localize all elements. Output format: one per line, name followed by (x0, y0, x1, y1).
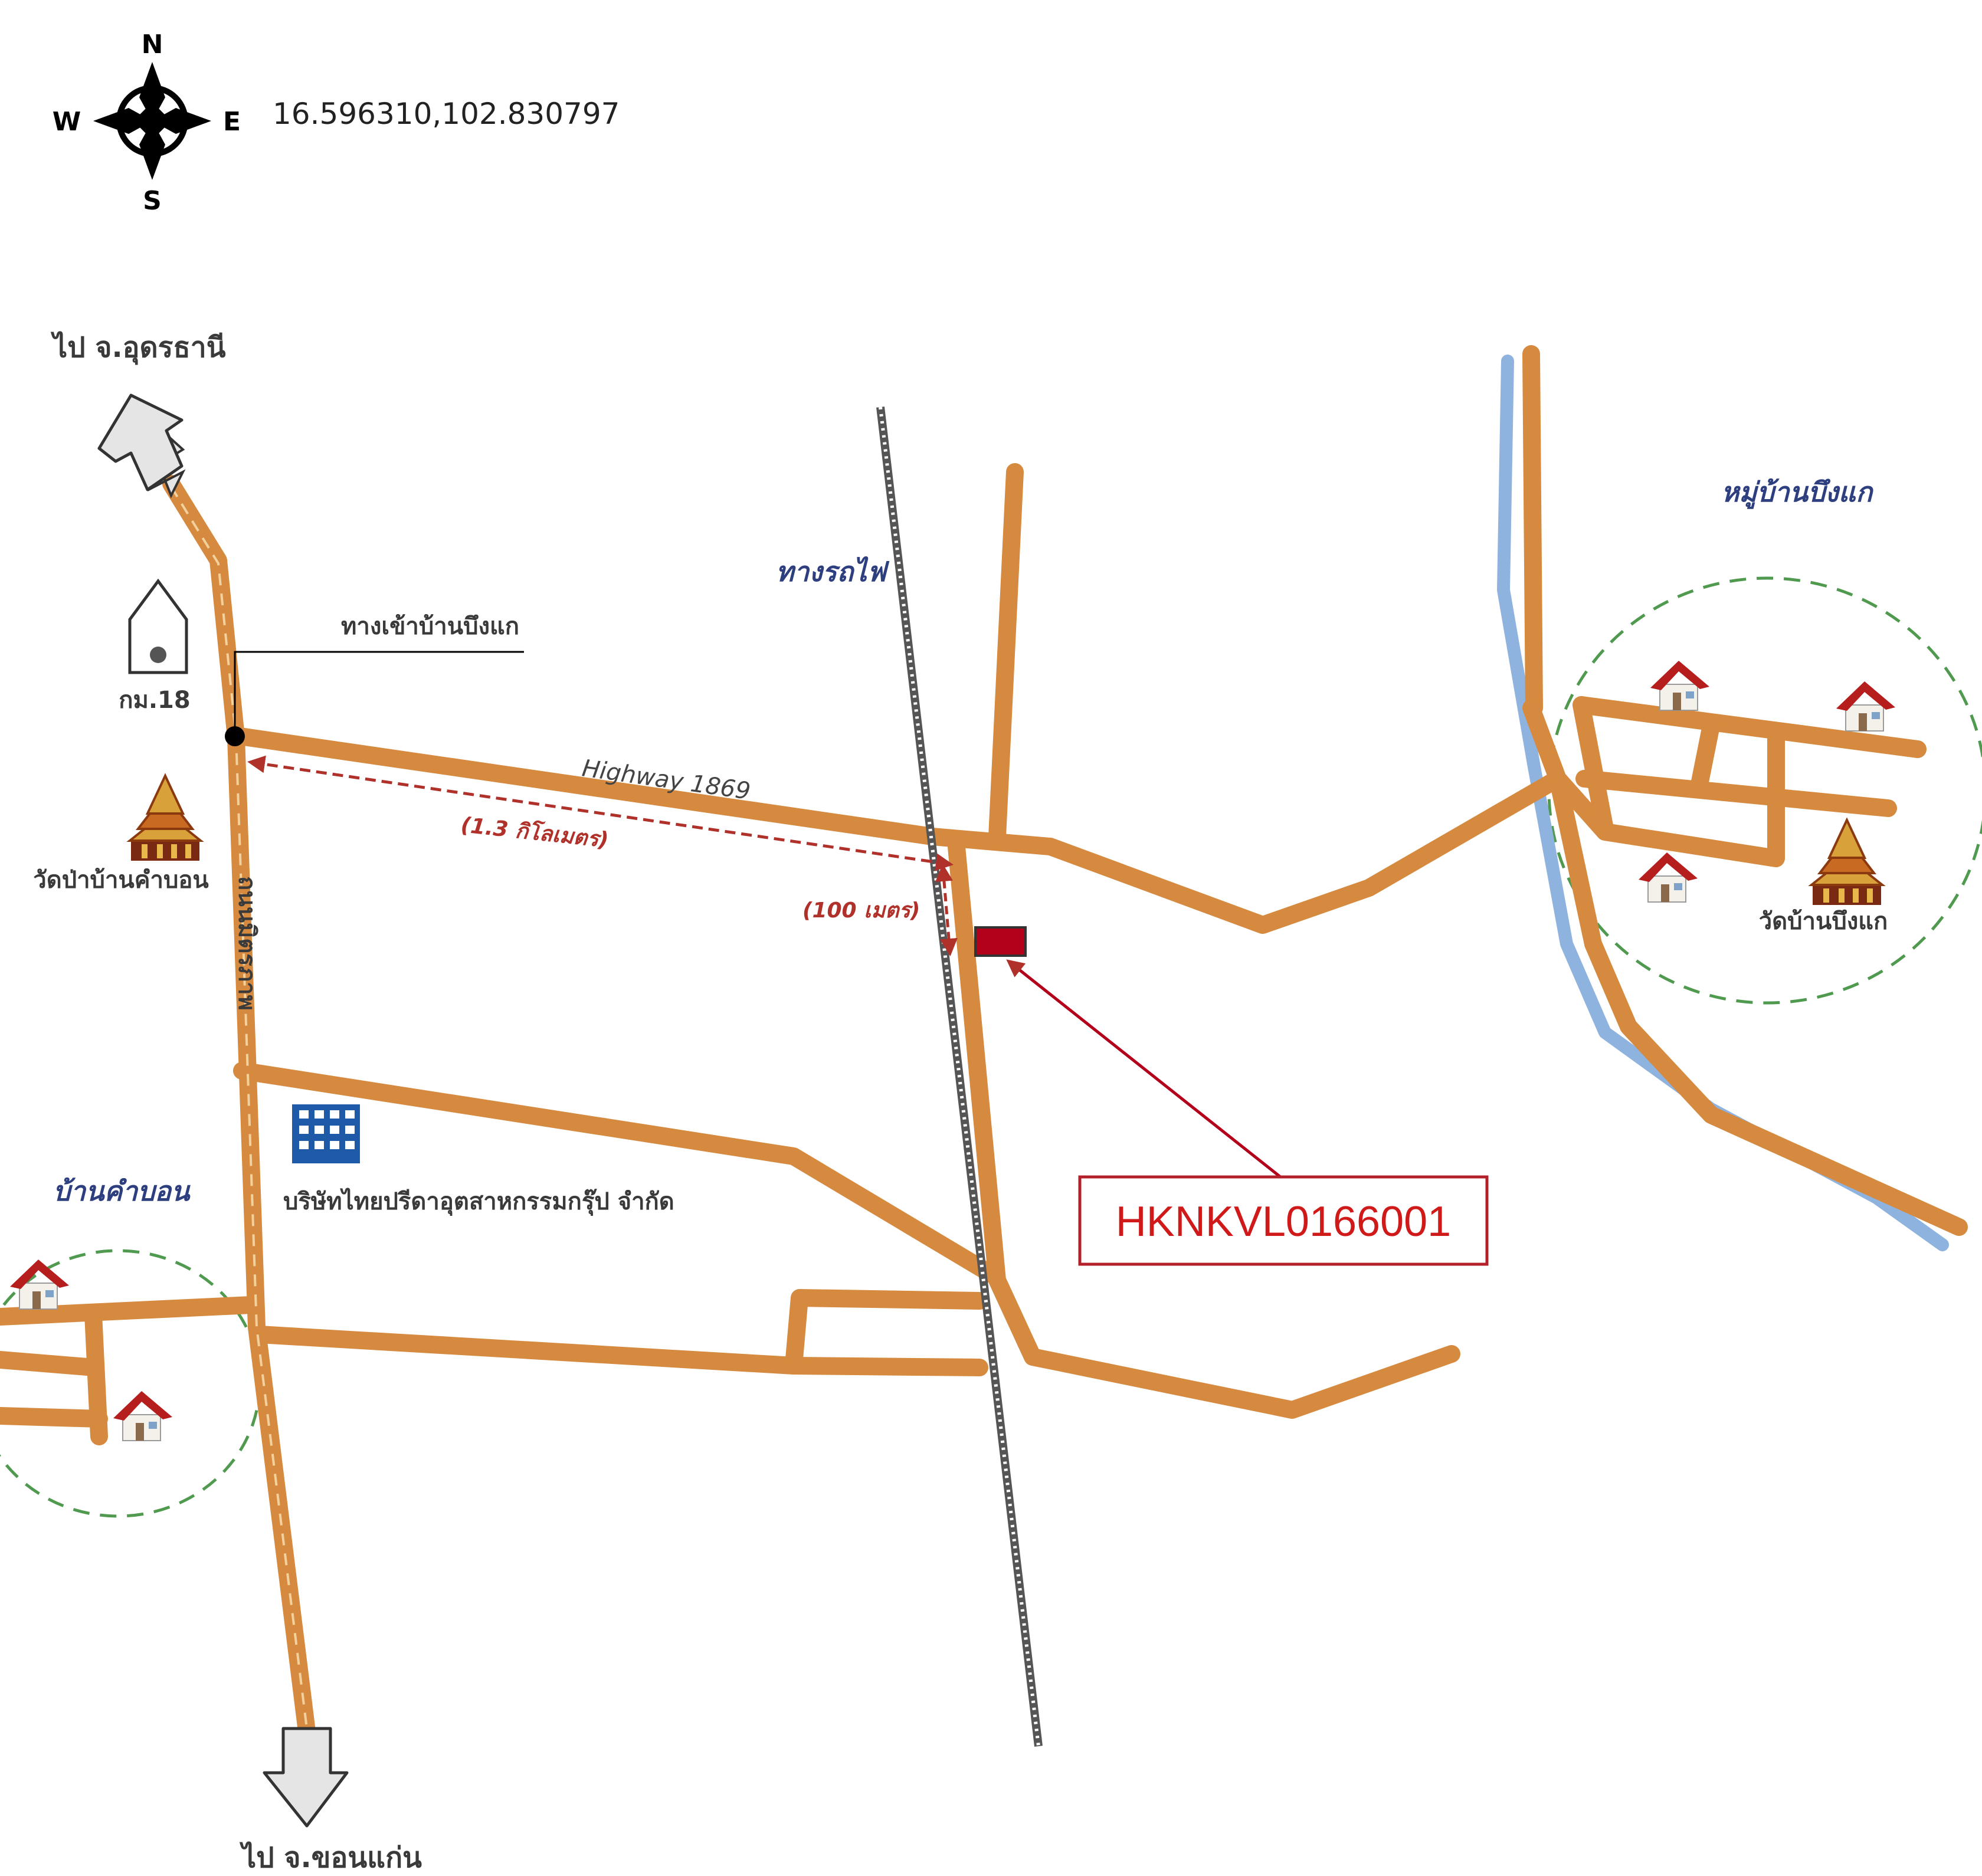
temple-west-label: วัดป่าบ้านคำบอน (33, 867, 208, 894)
entrance-label: ทางเข้าบ้านบึงแก (341, 613, 519, 640)
site-code-label: HKNKVL0166001 (1116, 1198, 1451, 1245)
company-label: บริษัทไทยปรีดาอุตสาหกรรมกรุ๊ป จำกัด (283, 1188, 674, 1216)
arrow-north-shape (97, 393, 184, 491)
distance-long-label: (1.3 กิโลเมตร) (460, 812, 610, 852)
km-post-label: กม.18 (119, 687, 190, 714)
destination-north-label: ไป จ.อุดรธานี (50, 330, 226, 365)
km-post-icon (128, 578, 188, 674)
village-west-label: บ้านคำบอน (53, 1175, 191, 1207)
destination-south-label: ไป จ.ขอนแก่น (239, 1841, 422, 1874)
compass-rose-icon: N S E W (53, 29, 241, 216)
main-road (162, 475, 316, 1740)
house-icon (9, 1259, 70, 1310)
company-building-icon (292, 1104, 360, 1163)
temple-east-label: วัดบ้านบึงแก (1759, 908, 1888, 935)
entrance-leader-line (234, 651, 524, 736)
distance-arrow-short (935, 864, 958, 956)
house-icon (1650, 660, 1710, 711)
house-icon (1638, 852, 1698, 903)
compass-e: E (223, 107, 241, 137)
arrow-south-icon (263, 1727, 349, 1828)
coordinates-text: 16.596310,102.830797 (273, 97, 620, 131)
distance-arrow-long (247, 755, 954, 871)
compass-w: W (53, 107, 81, 137)
site-pointer-line (1006, 959, 1282, 1178)
compass-s: S (143, 186, 162, 216)
compass-n: N (142, 29, 163, 60)
site-marker (974, 926, 1027, 957)
village-east-label: หมู่บ้านบึงแก (1721, 476, 1874, 509)
roads (0, 345, 1968, 1740)
main-road-label: ถนนมิตรภาพ (233, 876, 260, 1011)
village-east-boundary (1547, 576, 1982, 1005)
highway-1869 (227, 727, 1567, 934)
site-code-box (1078, 1175, 1489, 1266)
house-icon (1836, 681, 1896, 732)
temple-west-icon (129, 775, 202, 862)
temple-east-icon (1810, 819, 1883, 906)
railway-track (876, 406, 1043, 1747)
house-icon (113, 1390, 173, 1441)
railway-label: ทางรถไฟ (776, 556, 890, 588)
distance-short-label: (100 เมตร) (802, 898, 920, 923)
